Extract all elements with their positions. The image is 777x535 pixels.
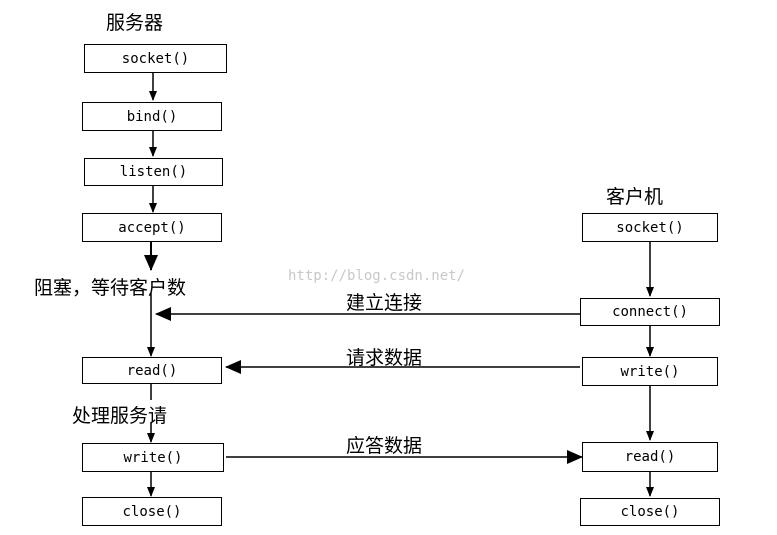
server-write-box: write() xyxy=(82,443,224,472)
client-socket-box: socket() xyxy=(582,213,718,242)
server-title: 服务器 xyxy=(106,12,164,34)
client-connect-box: connect() xyxy=(580,298,720,326)
processing-label: 处理服务请 xyxy=(72,405,168,427)
server-bind-box: bind() xyxy=(82,102,222,131)
blocking-label: 阻塞，等待客户数 xyxy=(34,277,187,299)
server-socket-box: socket() xyxy=(84,44,227,73)
watermark: http://blog.csdn.net/ xyxy=(288,268,466,284)
client-title: 客户机 xyxy=(606,186,664,208)
server-accept-box: accept() xyxy=(82,213,222,242)
client-read-box: read() xyxy=(582,442,718,472)
response-label: 应答数据 xyxy=(346,435,423,457)
server-listen-box: listen() xyxy=(84,158,223,186)
server-read-box: read() xyxy=(82,357,222,384)
establish-label: 建立连接 xyxy=(346,292,423,314)
client-write-box: write() xyxy=(582,357,718,386)
server-close-box: close() xyxy=(82,497,222,526)
client-close-box: close() xyxy=(580,498,720,526)
request-label: 请求数据 xyxy=(346,347,423,369)
